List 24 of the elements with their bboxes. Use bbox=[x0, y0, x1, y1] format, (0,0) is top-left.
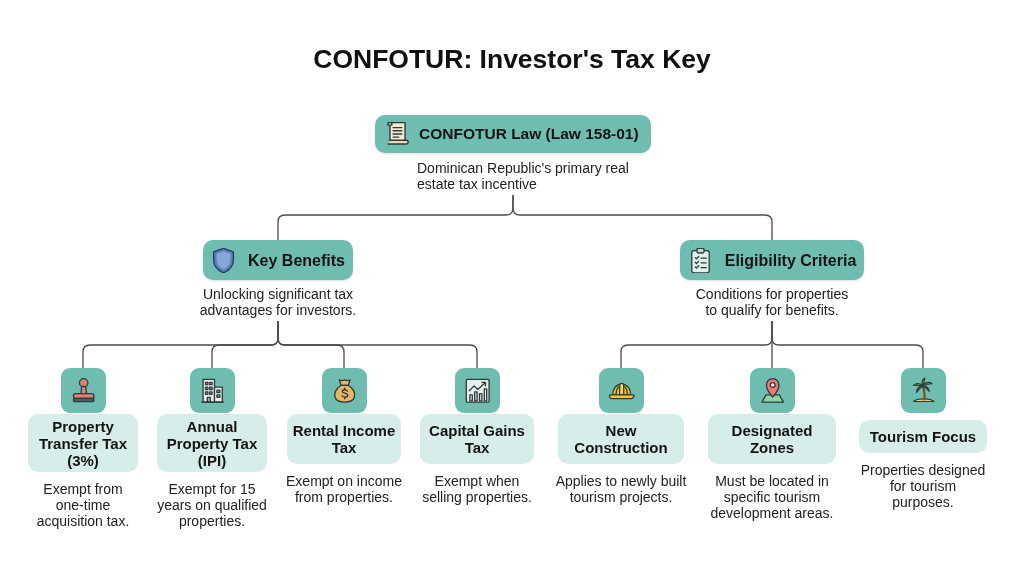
connector-line bbox=[277, 320, 478, 369]
connector-line bbox=[771, 320, 924, 369]
category-label: Designated Zones bbox=[708, 414, 836, 464]
diagram-title: CONFOTUR: Investor's Tax Key bbox=[313, 44, 711, 74]
description-text: Applies to newly built tourism projects. bbox=[554, 473, 688, 505]
category-label: Tourism Focus bbox=[859, 420, 987, 453]
category-label: Capital Gains Tax bbox=[420, 414, 534, 464]
description-text: Properties designed for tourism purposes. bbox=[859, 462, 987, 510]
section-heading: Eligibility Criteria bbox=[724, 250, 857, 270]
description-text: Exempt from one-time acquisition tax. bbox=[35, 481, 131, 529]
category-label: New Construction bbox=[558, 414, 684, 464]
description-text: Dominican Republic's primary real estate tax incentive bbox=[417, 160, 630, 192]
category-label: Property Transfer Tax (3%) bbox=[28, 414, 138, 472]
section-heading: Key Benefits bbox=[248, 250, 345, 270]
description-text: Exempt when selling properties. bbox=[421, 473, 533, 505]
description-text: Must be located in specific tourism development areas. bbox=[709, 473, 835, 521]
description-text: Unlocking significant tax advantages for investors. bbox=[198, 286, 358, 318]
description-text: Conditions for properties to qualify for benefits. bbox=[694, 286, 850, 318]
description-text: Exempt on income from properties. bbox=[285, 473, 403, 505]
connector-line bbox=[512, 194, 773, 241]
description-text: Exempt for 15 years on qualified properties. bbox=[156, 481, 268, 529]
category-label: Annual Property Tax (IPI) bbox=[157, 414, 267, 472]
law-title: CONFOTUR Law (Law 158-01) bbox=[419, 125, 639, 143]
category-label: Rental Income Tax bbox=[287, 414, 401, 464]
